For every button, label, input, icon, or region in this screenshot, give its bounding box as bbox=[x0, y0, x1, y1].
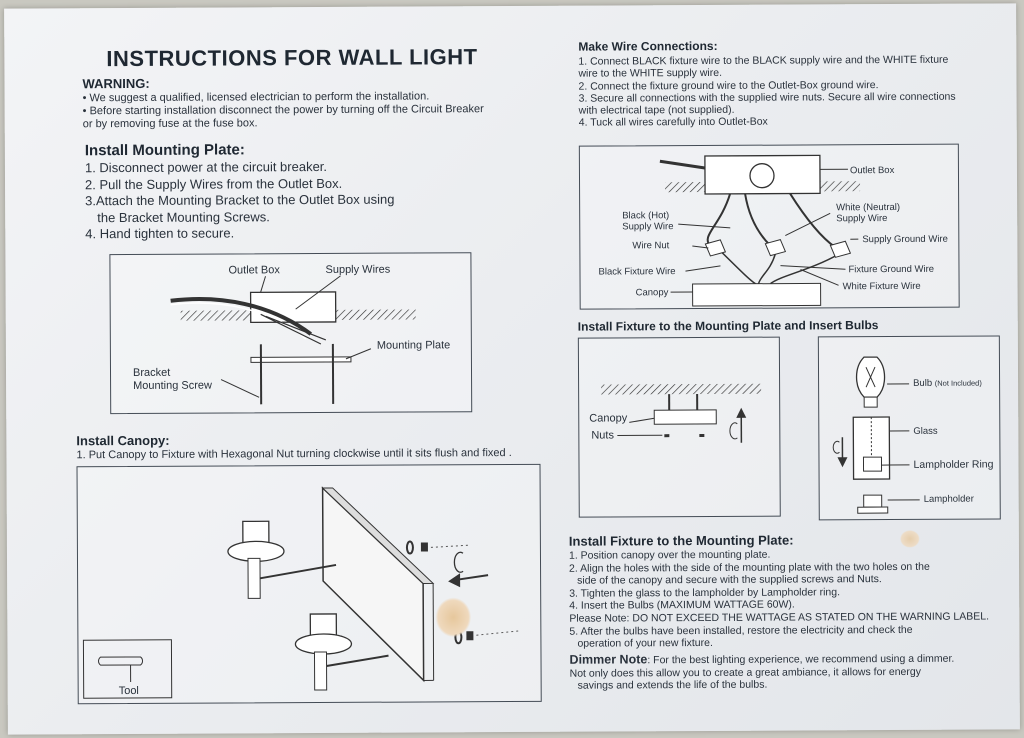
canopy-nuts-diagram: Canopy Nuts bbox=[577, 336, 781, 518]
mounting-plate-drawing bbox=[170, 275, 416, 405]
step: operation of your new fixture. bbox=[577, 637, 713, 650]
bulb-drawing bbox=[832, 356, 920, 514]
label-supply-wires: Supply Wires bbox=[325, 263, 391, 276]
step: 3. Secure all connections with the suppl… bbox=[578, 90, 956, 105]
warning-line: or by removing fuse at the fuse box. bbox=[82, 117, 258, 131]
bulb-note: (Not Included) bbox=[934, 378, 982, 388]
step: 1. Connect BLACK fixture wire to the BLA… bbox=[578, 53, 949, 68]
bulbs-heading: Install Fixture to the Mounting Plate an… bbox=[577, 318, 879, 334]
stain bbox=[435, 597, 472, 638]
label-white-fixture: White Fixture Wire bbox=[842, 280, 921, 293]
fixture-steps: 1. Position canopy over the mounting pla… bbox=[569, 547, 1010, 650]
warning-text: • We suggest a qualified, licensed elect… bbox=[83, 90, 563, 132]
canopy-step: 1. Put Canopy to Fixture with Hexagonal … bbox=[76, 447, 512, 462]
label-lampholder-ring: Lampholder Ring bbox=[913, 458, 994, 471]
label-black-hot-supply: Supply Wire bbox=[622, 221, 674, 233]
label-canopy: Canopy bbox=[635, 287, 669, 299]
label-supply-ground: Supply Ground Wire bbox=[862, 233, 948, 246]
label-canopy: Canopy bbox=[589, 412, 628, 425]
label-tool: Tool bbox=[118, 684, 139, 698]
label-wire-nut: Wire Nut bbox=[632, 240, 670, 252]
warning-note: Please Note: DO NOT EXCEED THE WATTAGE A… bbox=[569, 610, 990, 625]
label-black-fixture: Black Fixture Wire bbox=[598, 266, 676, 278]
mounting-plate-diagram: Outlet Box Supply Wires Mounting Plate B… bbox=[109, 252, 473, 415]
dimmer-note: Dimmer Note: For the best lighting exper… bbox=[569, 651, 1009, 692]
bulb-diagram: Bulb (Not Included) Glass Lampholder Rin… bbox=[817, 335, 1001, 521]
bulb-text: Bulb bbox=[913, 377, 933, 389]
label-outlet-box: Outlet Box bbox=[228, 264, 280, 277]
instruction-sheet: INSTRUCTIONS FOR WALL LIGHT WARNING: • W… bbox=[4, 3, 1020, 735]
label-lampholder: Lampholder bbox=[923, 493, 974, 505]
label-white-neutral-supply: Supply Wire bbox=[836, 213, 888, 225]
canopy-heading: Install Canopy: bbox=[76, 432, 170, 449]
stain bbox=[899, 529, 920, 548]
label-white-neutral: White (Neutral) bbox=[836, 201, 901, 214]
label-glass: Glass bbox=[913, 425, 938, 437]
page-title: INSTRUCTIONS FOR WALL LIGHT bbox=[106, 44, 478, 72]
dimmer-line: savings and extends the life of the bulb… bbox=[577, 678, 768, 692]
wire-drawing bbox=[659, 154, 861, 307]
wire-heading: Make Wire Connections: bbox=[578, 38, 718, 54]
dimmer-line: : For the best lighting experience, we r… bbox=[647, 652, 955, 667]
canopy-diagram: Tool bbox=[76, 463, 542, 705]
fixture-heading: Install Fixture to the Mounting Plate: bbox=[568, 532, 794, 549]
canopy-nuts-drawing bbox=[601, 383, 762, 443]
label-mounting-screw: Mounting Screw bbox=[133, 379, 212, 392]
wire-diagram: Outlet Box Black (Hot) Supply Wire White… bbox=[578, 143, 960, 310]
label-bracket: Bracket bbox=[132, 366, 171, 379]
step: 4. Hand tighten to secure. bbox=[85, 225, 235, 242]
mounting-plate-steps: 1. Disconnect power at the circuit break… bbox=[85, 158, 505, 243]
step: 4. Tuck all wires carefully into Outlet-… bbox=[578, 116, 768, 130]
label-nuts: Nuts bbox=[591, 429, 615, 442]
label-fixture-ground: Fixture Ground Wire bbox=[848, 263, 935, 276]
warning-heading: WARNING: bbox=[82, 75, 150, 92]
label-outlet-box: Outlet Box bbox=[849, 164, 895, 177]
dimmer-heading: Dimmer Note bbox=[569, 652, 648, 667]
label-black-hot: Black (Hot) bbox=[622, 210, 670, 222]
wire-steps: 1. Connect BLACK fixture wire to the BLA… bbox=[578, 53, 998, 129]
canopy-drawing bbox=[82, 486, 519, 699]
label-mounting-plate: Mounting Plate bbox=[376, 339, 451, 352]
mounting-plate-heading: Install Mounting Plate: bbox=[84, 141, 245, 160]
label-bulb: Bulb (Not Included) bbox=[913, 378, 982, 389]
